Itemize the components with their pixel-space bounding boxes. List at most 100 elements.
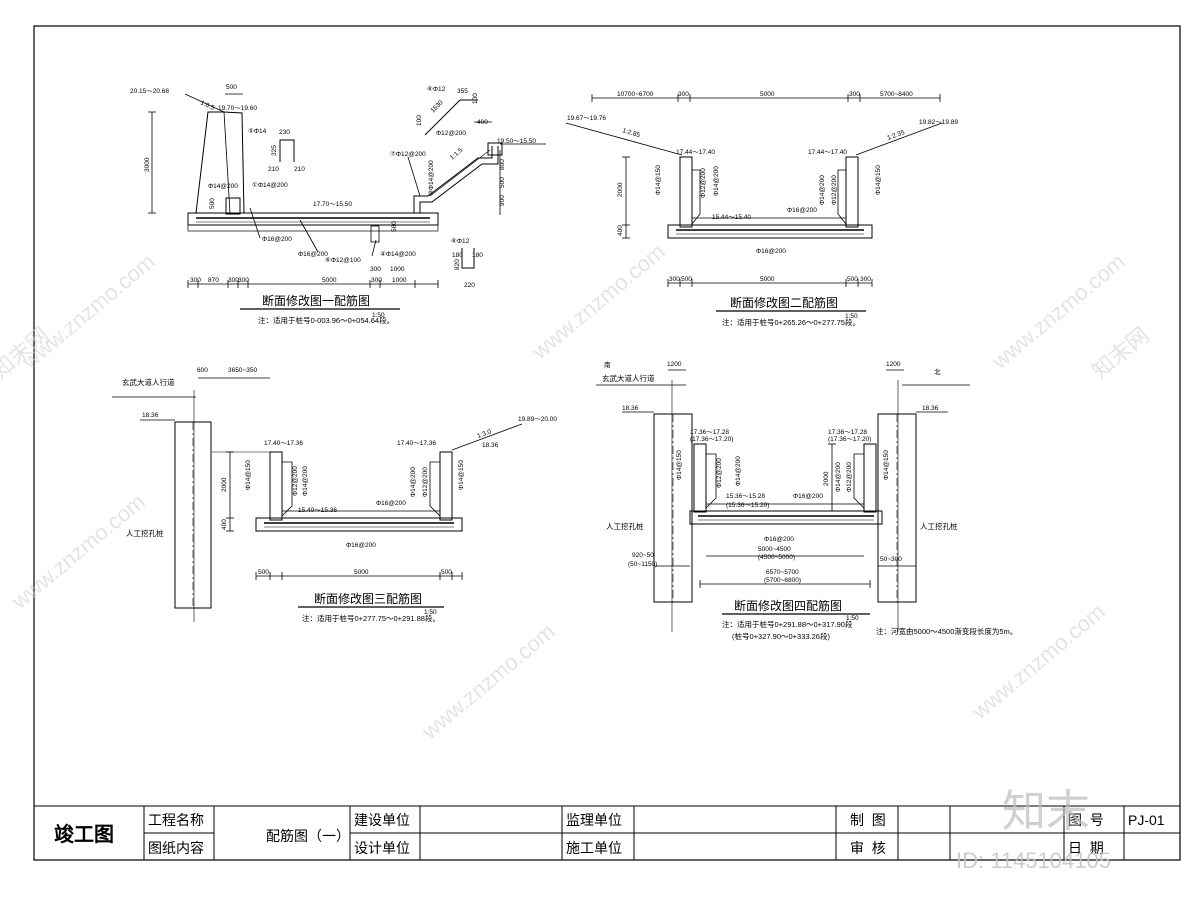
s4-r5: Φ12@200 [846,462,853,492]
s1-d820: 820 [454,259,461,270]
s3-road: 玄武大道人行道 [122,377,175,387]
s4-r16a: Φ16@200 [793,493,823,500]
s4-d1200a: 1200 [667,361,682,368]
s4-road: 玄武大道人行道 [602,373,655,383]
s4-pile-l: 人工挖孔桩 [606,521,644,531]
s4-w4: (5700~6800) [764,577,801,584]
s2-d5000: 5000 [760,91,775,98]
s1-r14-200c: ④Φ14@200 [380,251,416,258]
watermark-logo: 知末 [1002,787,1090,836]
s4-title: 断面修改图四配筋图 [734,598,842,613]
s4-pile-r: 人工挖孔桩 [920,521,958,531]
s2-d300c: 300 [669,276,680,283]
s4-d-l1: 920~50 [632,552,654,559]
section-1-drawing [148,93,546,288]
section-2-drawing [565,94,943,287]
s2-dim-r: 5700~8400 [880,91,913,98]
s3-r4: Φ14@200 [410,467,417,497]
s1-elev-right: 19.50～15.50 [497,138,536,145]
s1-d300b: 300 [190,277,201,284]
s4-e2: 18.36 [922,405,939,412]
s1-d5000: 5000 [322,277,337,284]
s2-r16b: Φ16@200 [756,248,786,255]
s4-note1: 注：适用于桩号0+291.88～0+317.90段 [722,619,853,629]
s4-r2: Φ12@200 [716,458,723,488]
s1-elev-floor: 17.70～15.50 [313,201,352,208]
s2-elev-l: 19.67～19.76 [567,115,606,122]
s3-elev-r: 19.89～20.00 [518,416,557,423]
s3-r5: Φ12@200 [422,467,429,497]
s2-top-l: 17.44～17.40 [676,149,715,156]
s1-d500b: 500 [209,198,216,209]
s1-r1-200a: Φ14@200 [208,183,238,190]
s3-pile: 人工挖孔桩 [126,528,164,538]
s4-scale: 1:50 [846,615,859,622]
s2-r3: Φ14@200 [713,166,720,196]
section-3-labels: 600 3650~350 玄武大道人行道 18.36 19.89～20.00 1… [122,367,557,623]
s4-r16b: Φ16@200 [764,536,794,543]
s4-d1200b: 1200 [886,361,901,368]
s4-r3: Φ14@200 [735,456,742,486]
s1-d355: 355 [457,88,468,95]
s4-top-l2: (17.36～17.20) [690,436,733,443]
s1-r14: ⑤Φ14 [248,128,267,135]
review-label: 审 核 [850,840,886,856]
section-2-labels: 10700~6700 300 5000 300 5700~8400 19.67～… [567,91,958,327]
s1-r16-200a: Φ16@200 [262,236,292,243]
s1-d1000a: 1000 [390,266,405,273]
s1-d100b: 100 [416,115,423,126]
s3-note: 注：适用于桩号0+277.75～0+291.88段。 [302,613,440,623]
s4-note3: 注：河宽由5000～4500渐变段长度为5m。 [876,626,1017,636]
s4-d-r: 50~300 [880,556,902,563]
s3-floor: 15.40～15.36 [298,507,337,514]
s1-title: 断面修改图一配筋图 [262,293,370,308]
s1-d180a: 180 [452,252,463,259]
s1-d1000b: 1000 [392,277,407,284]
s4-north: 北 [934,368,941,376]
sheet-no-label: 图 号 [1068,812,1104,828]
s4-d-l2: (50~1150) [628,561,657,568]
section-3-drawing [112,377,523,622]
section-4-drawing [596,369,970,632]
s1-d220: 220 [464,282,475,289]
s2-scale: 1:50 [845,313,858,320]
s2-r2: Φ12@200 [700,168,707,198]
s1-d300a: 300 [370,266,381,273]
s4-w3: 6570~5700 [766,569,799,576]
s3-r3: Φ14@200 [302,466,309,496]
s2-title: 断面修改图二配筋图 [730,295,838,310]
watermark-text-2: www.znzmo.com [526,239,669,365]
s1-d300d: 300 [238,277,249,284]
section-4-labels: 南 北 1200 1200 玄武大道人行道 18.36 18.36 17.36～… [602,360,1017,641]
s1-r16-200b: Φ16@200 [298,251,328,258]
s4-r1: Φ14@150 [676,450,683,480]
s1-r1-200b: ①Φ14@200 [252,182,288,189]
s2-r1: Φ14@150 [655,165,662,195]
s4-fl1: 15.36～15.28 [726,493,765,500]
s1-elev-top: 20.15～20.68 [130,88,169,95]
s1-d100a: 100 [472,93,479,104]
s4-r6: Φ14@150 [883,450,890,480]
watermark-text-5: www.znzmo.com [416,619,559,745]
s2-r6: Φ14@150 [875,165,882,195]
s4-w2: (4500~5000) [758,554,795,561]
s3-slope: 1:3.0 [476,428,492,440]
watermark-text-1: www.znzmo.com [16,249,159,375]
s4-h2000: 2000 [823,471,830,486]
s4-note2: (桩号0+327.90～0+333.26段) [732,631,830,641]
s1-slope2: 1:1.5 [449,147,465,162]
s2-note: 注：适用于桩号0+265.26～0+277.75段。 [722,317,860,327]
s3-title: 断面修改图三配筋图 [314,591,422,606]
s2-h2000: 2000 [617,182,624,197]
s1-d325: 325 [271,145,278,156]
completion-stamp: 竣工图 [54,822,114,846]
s1-d180b: 180 [472,252,483,259]
s1-slope: 1:0.5 [199,99,215,112]
s4-fl2: (15.36～15.20) [726,502,769,509]
s2-r4: Φ14@200 [819,175,826,205]
s4-south: 南 [604,360,611,369]
s1-d230: 230 [279,129,290,136]
s1-d400: 400 [477,119,488,126]
s2-dim-l: 10700~6700 [617,91,654,98]
